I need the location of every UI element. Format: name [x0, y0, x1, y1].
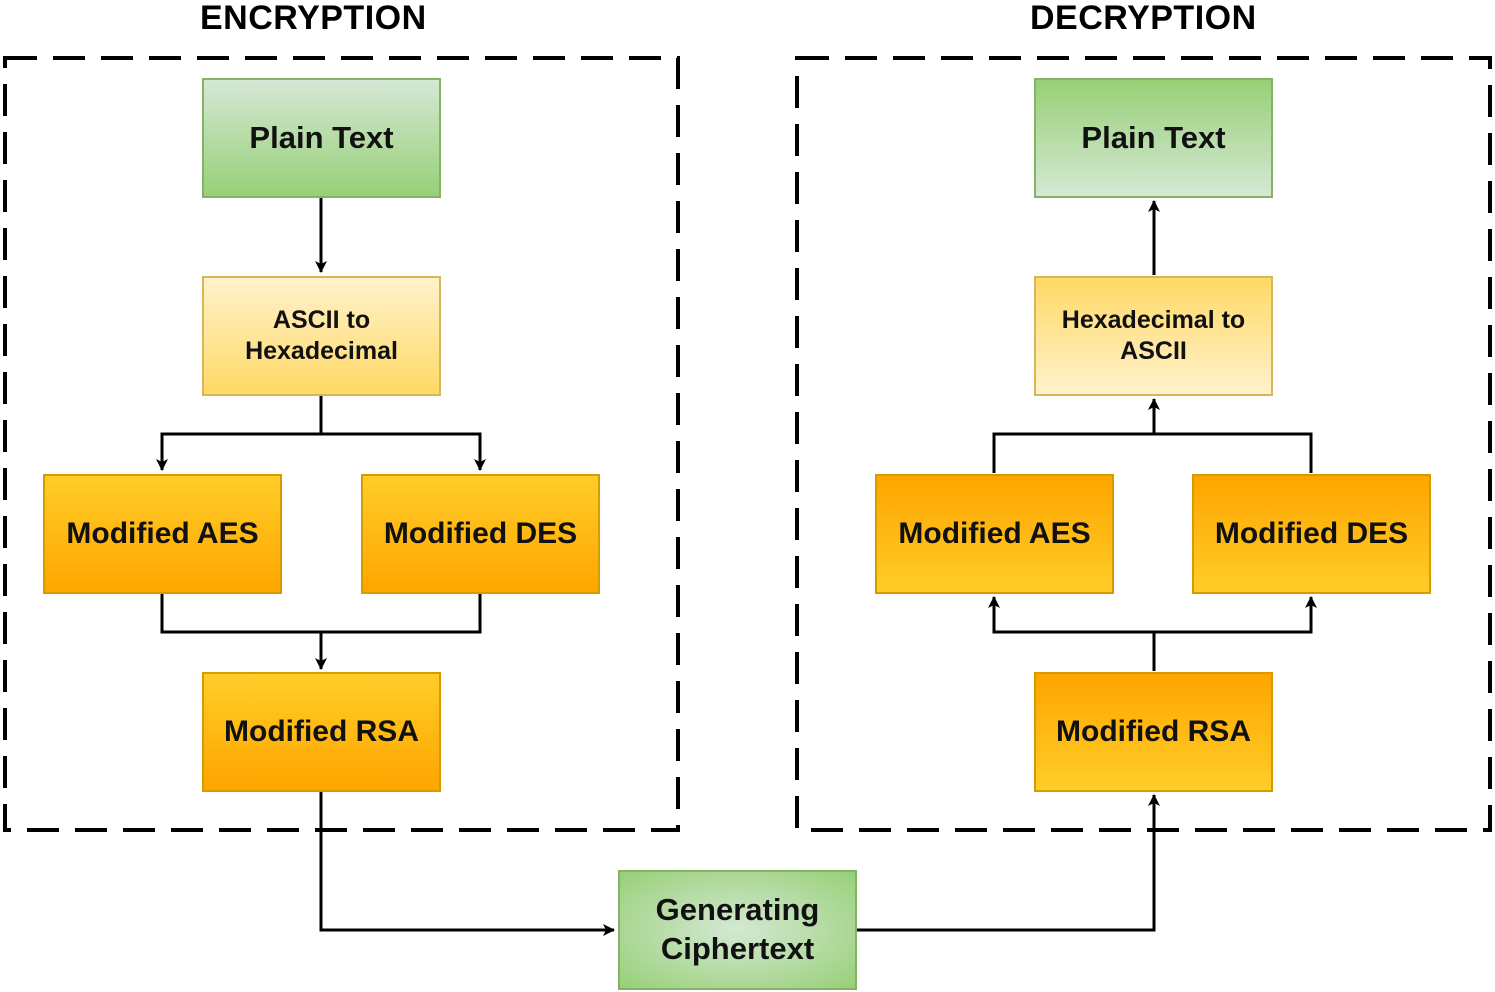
arrow-rsa-to-ciphertext: [319, 792, 615, 936]
encryption-rsa-label: Modified RSA: [224, 715, 419, 749]
decryption-des-label: Modified DES: [1214, 517, 1409, 551]
encryption-title: ENCRYPTION: [200, 0, 427, 37]
encryption-rsa-box: Modified RSA: [202, 672, 441, 792]
ascii-to-hex-line-2: Hexadecimal: [245, 337, 398, 365]
decryption-title: DECRYPTION: [1030, 0, 1257, 37]
branch-ascii-hex-to-des: [321, 432, 486, 471]
decryption-aes-box: Modified AES: [875, 474, 1114, 594]
decryption-group-frame: [795, 56, 1492, 832]
branch-ascii-hex-to-aes: [156, 396, 323, 471]
encryption-plain-text-box: Plain Text: [202, 78, 441, 198]
encryption-aes-box: Modified AES: [43, 474, 282, 594]
ascii-to-hex-box: ASCII to Hexadecimal: [202, 276, 441, 396]
ciphertext-box: Generating Ciphertext: [618, 870, 857, 990]
ascii-to-hex-line-1: ASCII to: [272, 305, 371, 334]
ciphertext-line-1: Generating: [655, 892, 820, 928]
merge-aes-des-to-hex-ascii: [992, 432, 1313, 473]
decryption-plain-text-label: Plain Text: [1081, 119, 1226, 155]
decryption-plain-text-box: Plain Text: [1034, 78, 1273, 198]
encryption-aes-label: Modified AES: [66, 517, 259, 551]
decryption-des-box: Modified DES: [1192, 474, 1431, 594]
merge-aes-to-rsa: [160, 594, 482, 634]
branch-rsa-to-des: [1154, 596, 1317, 634]
decryption-rsa-box: Modified RSA: [1034, 672, 1273, 792]
branch-rsa-to-aes: [988, 596, 1154, 634]
encryption-des-label: Modified DES: [383, 517, 578, 551]
hex-to-ascii-line-2: ASCII: [1120, 337, 1187, 365]
encryption-plain-text-label: Plain Text: [249, 119, 394, 155]
hex-to-ascii-line-1: Hexadecimal to: [1061, 305, 1246, 334]
encryption-group-frame: [3, 56, 680, 832]
decryption-rsa-label: Modified RSA: [1056, 715, 1251, 749]
hex-to-ascii-box: Hexadecimal to ASCII: [1034, 276, 1273, 396]
arrow-ciphertext-to-rsa: [857, 794, 1160, 932]
ciphertext-line-2: Ciphertext: [660, 931, 815, 966]
decryption-aes-label: Modified AES: [898, 517, 1091, 551]
encryption-des-box: Modified DES: [361, 474, 600, 594]
